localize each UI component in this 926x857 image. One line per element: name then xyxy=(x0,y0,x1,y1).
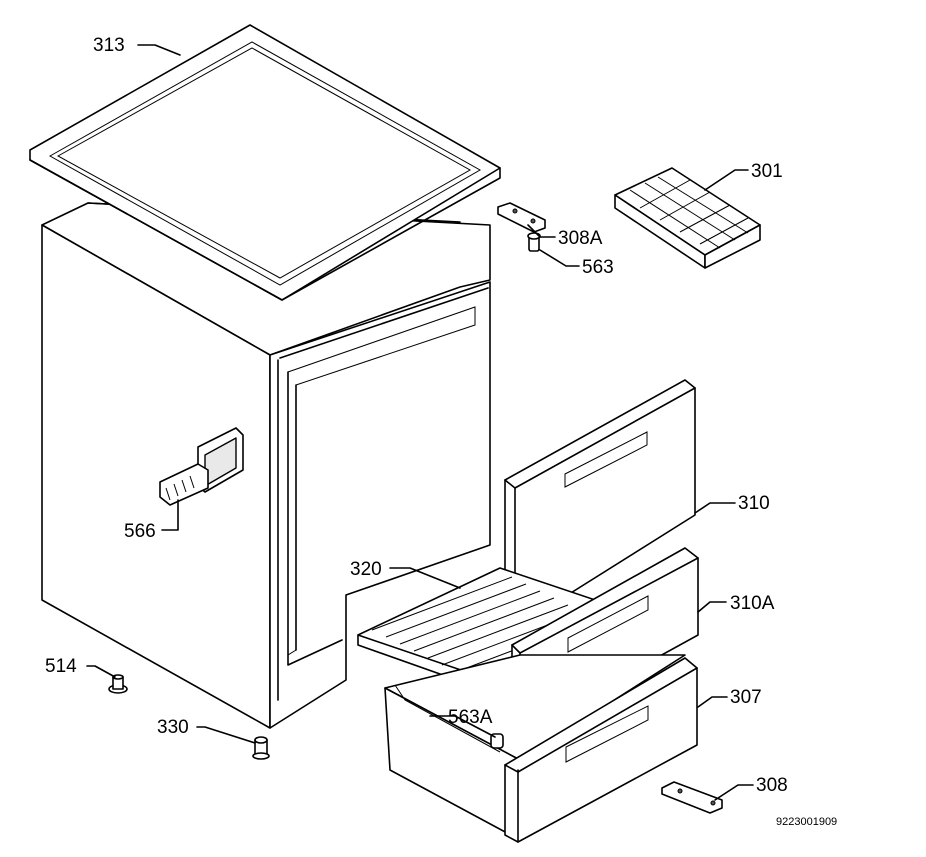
callout-307: 307 xyxy=(730,687,762,708)
callout-563a: 563A xyxy=(448,707,493,728)
leader-514 xyxy=(86,665,116,678)
callout-330: 330 xyxy=(157,717,189,738)
callout-313: 313 xyxy=(93,35,125,56)
callout-563: 563 xyxy=(582,257,614,278)
hinge-308 xyxy=(661,781,723,814)
pin-563a xyxy=(490,733,504,749)
adjustable-foot-330 xyxy=(252,736,270,760)
leader-lines xyxy=(86,44,754,801)
leader-320 xyxy=(389,567,461,589)
leader-563a xyxy=(429,715,496,738)
leader-310a xyxy=(697,601,727,613)
callout-310a: 310A xyxy=(730,593,775,614)
top-cover-313 xyxy=(29,24,501,301)
callout-566: 566 xyxy=(124,521,156,542)
leader-330 xyxy=(196,726,256,744)
drawing-number: 9223001909 xyxy=(776,816,838,828)
callout-301: 301 xyxy=(751,161,783,182)
ice-tray-301 xyxy=(614,167,761,269)
leader-308 xyxy=(714,784,754,801)
leader-308a xyxy=(527,224,556,238)
door-handle-566 xyxy=(159,427,244,506)
callout-308: 308 xyxy=(756,775,788,796)
leader-310 xyxy=(694,502,736,514)
foot-514 xyxy=(108,674,128,694)
hinge-308a xyxy=(497,202,546,233)
callout-310: 310 xyxy=(738,493,770,514)
leader-563 xyxy=(539,249,580,267)
callout-320: 320 xyxy=(350,559,382,580)
callout-308a: 308A xyxy=(558,228,603,249)
bottom-drawer-307 xyxy=(384,654,698,843)
leader-307 xyxy=(697,696,728,708)
leader-313 xyxy=(137,44,181,56)
leader-301 xyxy=(704,169,749,191)
leader-566 xyxy=(161,499,179,531)
callout-514: 514 xyxy=(45,656,77,677)
